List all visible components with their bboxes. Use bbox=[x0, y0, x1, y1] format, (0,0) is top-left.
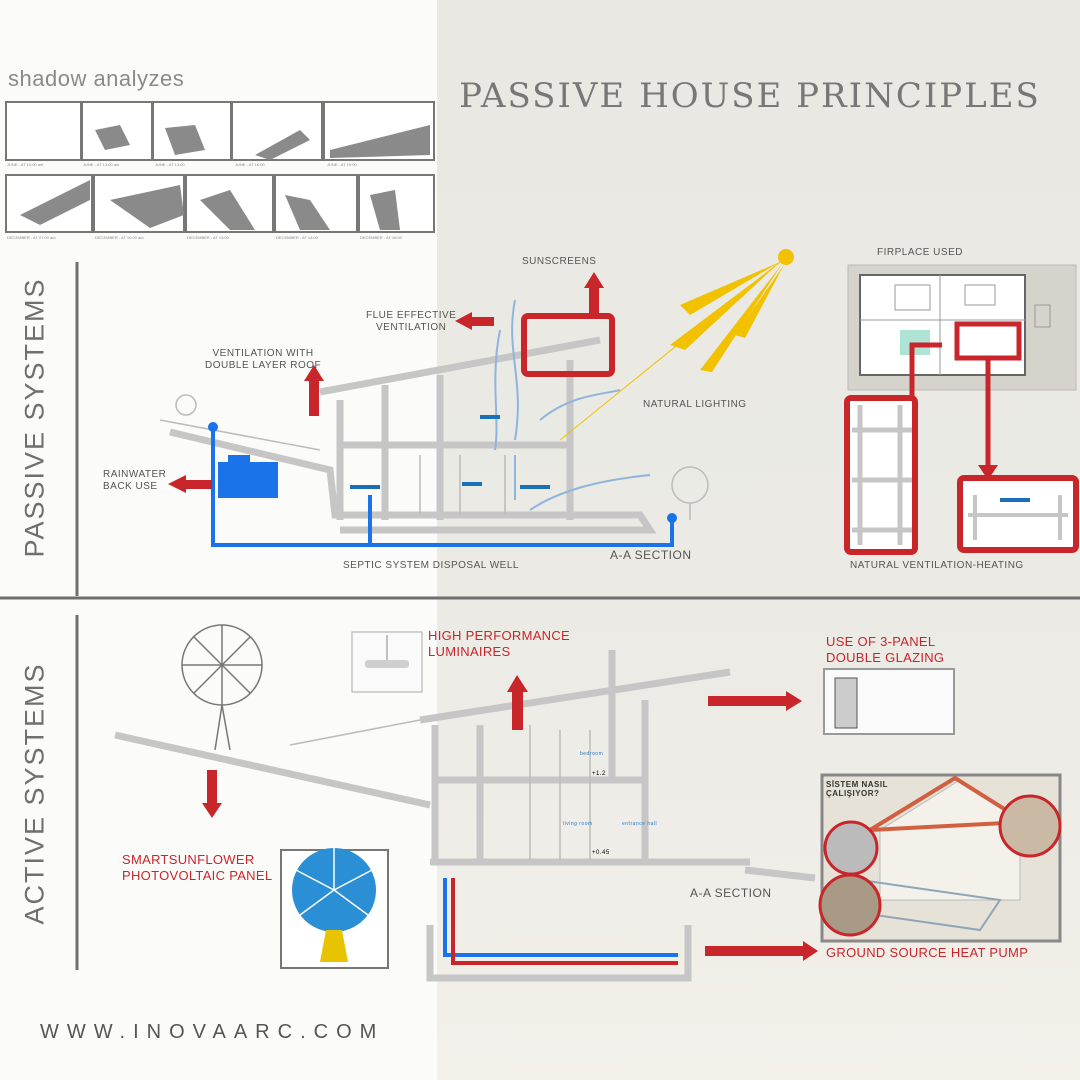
level-mark: +0.45 bbox=[592, 850, 610, 856]
room-label: entrance hall bbox=[622, 821, 658, 827]
shadow-caption: JUNE - AT 10:00 am bbox=[7, 162, 44, 167]
fireplace-label: FIRPLACE USED bbox=[877, 247, 963, 258]
septic-label: SEPTIC SYSTEM DISPOSAL WELL bbox=[343, 560, 519, 571]
heat-pump-image-title: SİSTEM NASIL ÇALIŞIYOR? bbox=[826, 780, 889, 798]
shadow-analyzes-heading: shadow analyzes bbox=[8, 66, 185, 91]
luminaires-label: HIGH PERFORMANCE LUMINAIRES bbox=[428, 628, 571, 659]
room-label: bedroom bbox=[580, 751, 604, 757]
room-label: living room bbox=[563, 821, 593, 827]
passive-systems-title: PASSIVE SYSTEMS bbox=[19, 277, 50, 558]
rainwater-label: RAINWATER BACK USE bbox=[103, 469, 167, 492]
natural-lighting-label: NATURAL LIGHTING bbox=[643, 399, 747, 410]
shadow-caption: JUNE - AT 13:00 am bbox=[83, 162, 120, 167]
heat-pump-label: GROUND SOURCE HEAT PUMP bbox=[826, 945, 1029, 960]
shadow-caption: DECEMBER - AT 14:00 bbox=[276, 235, 318, 240]
shadow-caption: DECEMBER - AT 10:00 am bbox=[95, 235, 144, 240]
shadow-caption: DECEMBER - AT 07:00 am bbox=[7, 235, 56, 240]
shadow-caption: JUNE - AT 16:00 bbox=[235, 162, 265, 167]
shadow-caption: DECEMBER - AT 13:00 bbox=[187, 235, 229, 240]
active-systems-title: ACTIVE SYSTEMS bbox=[19, 662, 50, 925]
ventilation-heating-label: NATURAL VENTILATION-HEATING bbox=[850, 560, 1024, 571]
active-section-label: A-A SECTION bbox=[690, 886, 772, 900]
passive-section-drawing bbox=[169, 336, 657, 534]
sunscreens-label: SUNSCREENS bbox=[522, 256, 597, 267]
passive-section-label: A-A SECTION bbox=[610, 548, 692, 562]
shadow-caption: JUNE - AT 13:00 bbox=[155, 162, 185, 167]
level-mark: +1.2 bbox=[592, 771, 606, 777]
shadow-caption: DECEMBER - AT 16:00 bbox=[360, 235, 402, 240]
flue-ventilation-label: FLUE EFFECTIVE VENTILATION bbox=[366, 310, 457, 333]
shadow-caption: JUNE - AT 19:00 bbox=[327, 162, 357, 167]
sunflower-label: SMARTSUNFLOWER PHOTOVOLTAIC PANEL bbox=[122, 852, 273, 883]
website-footer[interactable]: WWW.INOVAARC.COM bbox=[40, 1021, 385, 1043]
glazing-label: USE OF 3-PANEL DOUBLE GLAZING bbox=[826, 634, 945, 665]
double-roof-label: VENTILATION WITH DOUBLE LAYER ROOF bbox=[205, 348, 322, 371]
page-title: PASSIVE HOUSE PRINCIPLES bbox=[459, 76, 1041, 116]
active-section-drawing bbox=[114, 650, 816, 982]
